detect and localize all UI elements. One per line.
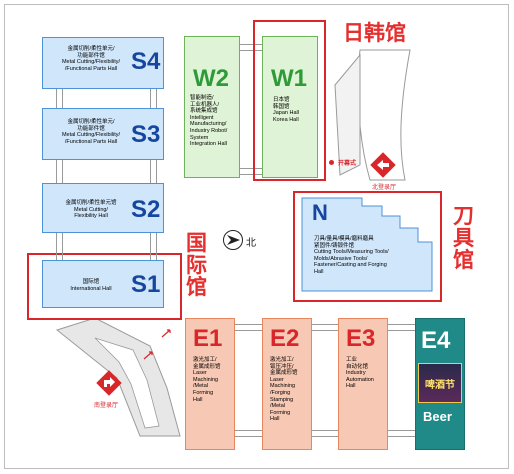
s-connector-6: [150, 233, 157, 260]
hall-s2-code: S2: [131, 196, 161, 223]
hall-n-code: N: [312, 200, 328, 225]
north-lobby-label: 北登录厅: [372, 185, 397, 191]
hall-s1[interactable]: 国际馆 International Hall S1: [42, 260, 164, 308]
hall-e2[interactable]: E2 激光加工/ 钣压冲压/ 金属成形馆 Laser Machining /Fo…: [262, 318, 312, 450]
hall-w2[interactable]: W2 智能制造/ 工业机器人/ 系统集成馆 Intelligent Manufa…: [184, 36, 240, 178]
hall-n-shape: [301, 197, 433, 292]
hall-e4[interactable]: E4 啤酒节 Beer: [415, 318, 465, 450]
south-plaza: [55, 318, 181, 437]
e-connector-3: [388, 324, 415, 331]
s-connector-2: [150, 89, 157, 108]
north-label: 北: [246, 238, 256, 249]
s-connector-4: [150, 160, 157, 183]
hall-w1[interactable]: W1 日本馆 韩国馆 Japan Hall Korea Hall: [262, 36, 318, 178]
south-lobby-label: 南登录厅: [94, 403, 119, 409]
hall-w1-text: 日本馆 韩国馆 Japan Hall Korea Hall: [273, 97, 299, 123]
opening-label: 开幕式: [338, 161, 357, 167]
hall-s3[interactable]: 金属切削/柔性单元/ 功能部件馆 Metal Cutting/Flexibili…: [42, 108, 164, 160]
hall-e3[interactable]: E3 工业 自动化馆 Industry Automation Hall: [338, 318, 388, 450]
e-connector-4: [235, 430, 262, 437]
entrance-arrows: [143, 329, 171, 360]
s-connector-1: [56, 89, 63, 108]
hall-s4-code: S4: [131, 48, 161, 75]
map-frame: [4, 4, 509, 469]
hall-w1-code: W1: [271, 65, 307, 92]
tools-zone-label: 刀 具 馆: [453, 204, 474, 273]
e-connector-2: [312, 324, 338, 331]
hall-w2-code: W2: [193, 65, 229, 92]
hall-e3-code: E3: [346, 325, 376, 352]
hall-s4[interactable]: 金属切削/柔性单元/ 功能部件馆 Metal Cutting/Flexibili…: [42, 37, 164, 89]
hall-n[interactable]: N 刀具/量具/模具/磨料磨具 紧固件/铸锻件馆 Cutting Tools/M…: [300, 196, 435, 294]
hall-s1-code: S1: [131, 271, 161, 298]
e-connector-1: [235, 324, 262, 331]
hall-e1-text: 激光加工/ 金属成形馆 Laser Machining /Metal Formi…: [193, 357, 221, 403]
beer-festival-text: 啤酒节: [425, 380, 455, 391]
hall-s3-text: 金属切削/柔性单元/ 功能部件馆 Metal Cutting/Flexibili…: [61, 119, 121, 145]
hall-s3-code: S3: [131, 121, 161, 148]
w-connector-top: [240, 44, 262, 51]
s-connector-5: [56, 233, 63, 260]
w-connector-bottom: [240, 168, 262, 175]
hall-e4-label: Beer: [423, 409, 452, 424]
hall-e2-text: 激光加工/ 钣压冲压/ 金属成形馆 Laser Machining /Forgi…: [270, 357, 298, 423]
hall-n-text: 刀具/量具/模具/磨料磨具 紧固件/铸锻件馆 Cutting Tools/Mea…: [314, 236, 389, 275]
e-connector-6: [388, 430, 415, 437]
hall-w2-text: 智能制造/ 工业机器人/ 系统集成馆 Intelligent Manufactu…: [190, 95, 228, 148]
tools-zone-outline: [293, 191, 442, 302]
north-plaza: [334, 49, 411, 181]
hall-s1-text: 国际馆 International Hall: [70, 279, 112, 292]
opening-dot: [329, 160, 334, 165]
south-lobby-icon[interactable]: [96, 370, 122, 396]
hall-e3-text: 工业 自动化馆 Industry Automation Hall: [346, 357, 374, 390]
hall-e2-code: E2: [270, 325, 300, 352]
japan-korea-zone-outline: [253, 20, 326, 181]
hall-s2[interactable]: 金属切削/柔性单元馆 Metal Cutting/ Flexibility Ha…: [42, 183, 164, 233]
north-compass-icon: [223, 230, 243, 250]
e-connector-5: [312, 430, 338, 437]
hall-e4-code: E4: [421, 327, 451, 354]
international-zone-outline: [27, 253, 182, 320]
hall-s4-text: 金属切削/柔性单元/ 功能部件馆 Metal Cutting/Flexibili…: [61, 46, 121, 72]
international-zone-label: 国 际 馆: [186, 231, 207, 300]
s-connector-3: [56, 160, 63, 183]
japan-korea-zone-label: 日韩馆: [343, 21, 406, 45]
beer-festival-banner: 啤酒节: [418, 363, 462, 403]
hall-e1-code: E1: [193, 325, 223, 352]
hall-e1[interactable]: E1 激光加工/ 金属成形馆 Laser Machining /Metal Fo…: [185, 318, 235, 450]
hall-s2-text: 金属切削/柔性单元馆 Metal Cutting/ Flexibility Ha…: [65, 200, 117, 220]
north-lobby-icon[interactable]: [370, 152, 396, 178]
